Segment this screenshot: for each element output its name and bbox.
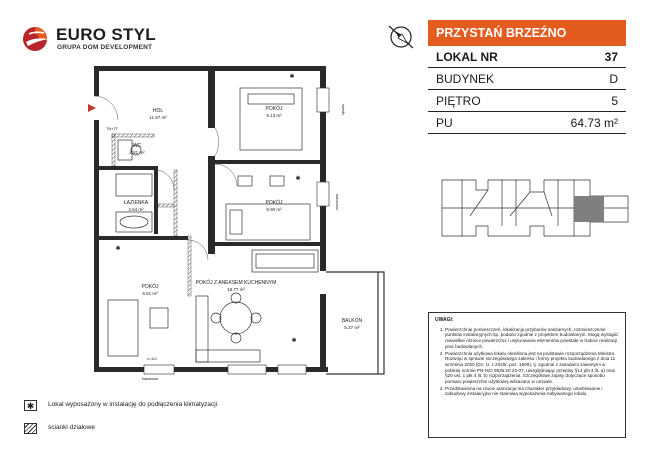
notes-list: Powierzchnię pomieszczeń, lokalizację pr… xyxy=(435,327,619,397)
brand-tagline: GRUPA DOM DEVELOPMENT xyxy=(57,44,153,51)
ac-marker-icon: ✱ xyxy=(289,73,294,80)
floor-plan: HOL 11.57 m² POKÓJ 9.13 m² WC 2.81 m² PO… xyxy=(88,66,385,381)
brand-logo-mark-icon xyxy=(23,27,48,51)
entrance-arrow-icon xyxy=(88,104,96,112)
info-label: PU xyxy=(436,116,453,130)
height-label: h=110 xyxy=(147,357,156,361)
legend-text: Lokal wyposażony w instalację do podłącz… xyxy=(48,401,218,408)
ac-marker-icon: ✱ xyxy=(295,175,300,182)
info-label: PIĘTRO xyxy=(436,94,481,108)
room-name-wc: WC xyxy=(133,143,142,149)
room-area-salon: 18.77 m² xyxy=(227,287,245,292)
room-name-pokoj-2: POKÓJ xyxy=(266,199,283,206)
investment-name: PRZYSTAŃ BRZEŹNO xyxy=(428,20,626,46)
room-name-pokoj-1: POKÓJ xyxy=(266,105,283,112)
room-area-pokoj-2: 9.90 m² xyxy=(266,207,282,212)
legend-text: ścianki działowe xyxy=(48,424,95,431)
ac-marker-icon: ✱ xyxy=(115,245,120,252)
info-value: D xyxy=(609,72,618,86)
room-area-balkon: 5.27 m² xyxy=(344,325,360,330)
balustrada-label: balustrada xyxy=(335,194,339,210)
ac-legend-icon: ✱ xyxy=(24,400,37,411)
info-row-lokal: LOKAL NR 37 xyxy=(428,46,626,68)
note-item: Powierzchnię pomieszczeń, lokalizację pr… xyxy=(445,327,619,350)
room-area-pokoj-3: 8.61 m² xyxy=(142,291,158,296)
info-value: 5 xyxy=(611,94,618,108)
info-value: 64.73 m² xyxy=(570,116,618,130)
partition-wall-legend-icon xyxy=(24,423,37,434)
brand-logo: EURO STYL GRUPA DOM DEVELOPMENT xyxy=(22,24,192,54)
highlighted-apartment xyxy=(574,196,604,222)
info-value: 37 xyxy=(604,50,618,64)
room-name-pokoj-3: POKÓJ xyxy=(142,283,159,290)
apartment-info-panel: PRZYSTAŃ BRZEŹNO LOKAL NR 37 BUDYNEK D P… xyxy=(428,20,626,134)
tm-label: TM+TT xyxy=(106,127,118,131)
info-label: LOKAL NR xyxy=(436,50,498,64)
balustrada-bottom-label: balustrada xyxy=(142,377,158,381)
notes-title: UWAGI: xyxy=(435,317,454,323)
info-row-pietro: PIĘTRO 5 xyxy=(428,90,626,112)
north-arrow-icon xyxy=(388,25,414,49)
building-key-plan xyxy=(441,179,629,237)
room-area-hol: 11.57 m² xyxy=(149,115,167,120)
ac-marker-icon: ✱ xyxy=(291,337,296,344)
room-name-hol: HOL xyxy=(153,108,164,114)
info-label: BUDYNEK xyxy=(436,72,495,86)
notes-box: UWAGI: Powierzchnię pomieszczeń, lokaliz… xyxy=(428,312,626,438)
room-name-balkon: BALKON xyxy=(342,318,363,324)
room-name-salon: POKÓJ Z ANEKSEM KUCHENNYM xyxy=(196,279,277,286)
room-area-lazienka: 4.54 m² xyxy=(128,207,144,212)
note-item: Przedstawiona na rzucie aranżacja ma cha… xyxy=(445,386,619,397)
room-area-pokoj-1: 9.13 m² xyxy=(266,113,282,118)
info-row-pu: PU 64.73 m² xyxy=(428,112,626,134)
note-item: Powierzchnia użytkowa lokalu określona j… xyxy=(445,351,619,385)
brand-name: EURO STYL xyxy=(56,25,156,44)
info-row-budynek: BUDYNEK D xyxy=(428,68,626,90)
swietlik-label: świetlik xyxy=(341,104,345,115)
room-area-wc: 2.81 m² xyxy=(129,150,145,155)
room-name-lazienka: ŁAZIENKA xyxy=(124,200,149,206)
